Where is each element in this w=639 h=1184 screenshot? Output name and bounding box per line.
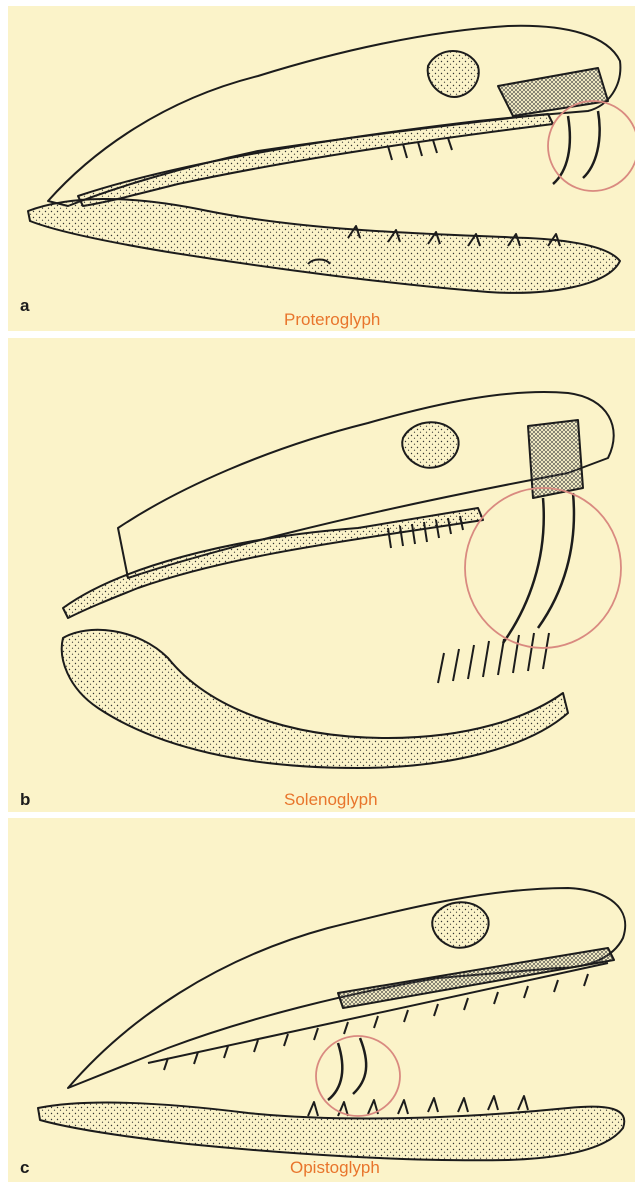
panel-letter: c	[20, 1158, 29, 1178]
panel-proteroglyph: a Proteroglyph	[8, 6, 635, 331]
panel-opistoglyph: c Opistoglyph	[8, 818, 635, 1182]
opistoglyph-skull-illustration	[8, 818, 635, 1182]
panel-caption: Solenoglyph	[284, 790, 378, 810]
panel-letter: a	[20, 296, 29, 316]
fang-highlight-circle	[548, 101, 635, 191]
panel-caption: Opistoglyph	[290, 1158, 380, 1178]
panel-solenoglyph: b Solenoglyph	[8, 338, 635, 812]
panel-caption: Proteroglyph	[284, 310, 380, 330]
panel-letter: b	[20, 790, 30, 810]
proteroglyph-skull-illustration	[8, 6, 635, 331]
solenoglyph-skull-illustration	[8, 338, 635, 812]
fang-highlight-circle	[316, 1036, 400, 1116]
